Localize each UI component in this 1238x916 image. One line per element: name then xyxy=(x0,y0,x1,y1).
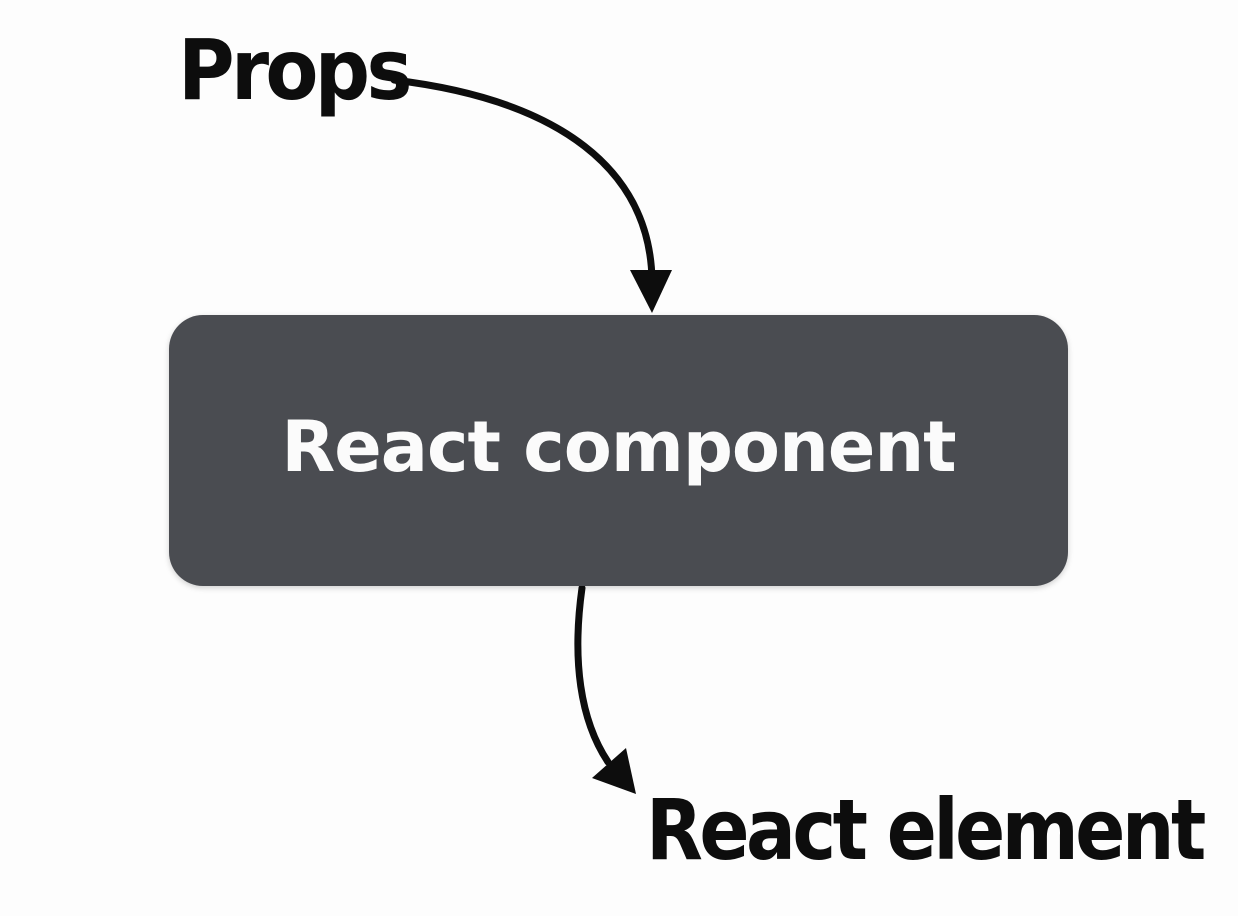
react-element-label: React element xyxy=(646,781,1206,879)
react-component-box: React component xyxy=(169,315,1068,586)
component-to-element-arrow xyxy=(574,584,612,766)
props-to-component-arrow xyxy=(390,76,656,284)
element-arrowhead xyxy=(592,748,636,794)
props-label: Props xyxy=(178,21,412,119)
props-arrowhead xyxy=(630,270,672,313)
react-component-label: React component xyxy=(281,405,956,488)
